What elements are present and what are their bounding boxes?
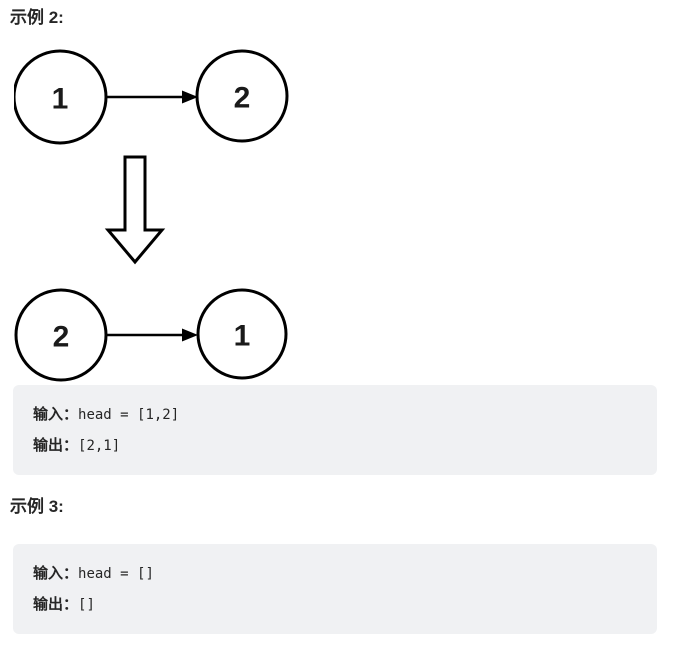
example-3-io-block: 输入：head = [] 输出：[]	[13, 544, 657, 634]
example-2-heading: 示例 2:	[10, 8, 64, 27]
output-value: [2,1]	[78, 438, 121, 454]
input-label: 输入：	[33, 405, 79, 423]
node-value: 1	[52, 83, 69, 116]
next-pointer-arrowhead	[182, 328, 198, 342]
example-3-heading: 示例 3:	[10, 497, 64, 516]
example-2-io-block: 输入：head = [1,2] 输出：[2,1]	[13, 385, 657, 475]
node-value: 2	[53, 321, 70, 354]
node-circle	[196, 288, 288, 380]
list-after: 2 1	[14, 288, 288, 382]
down-arrow-icon	[104, 155, 166, 265]
node-circle	[14, 288, 108, 382]
output-value: []	[78, 597, 95, 613]
input-label: 输入：	[33, 564, 79, 582]
output-label: 输出：	[33, 595, 79, 613]
problem-examples-page: 示例 2: 1 2 2 1 输入：head = [1,2] 输出：[2,1] 示…	[0, 8, 677, 668]
node-value: 1	[234, 320, 251, 353]
input-value: head = [1,2]	[78, 407, 180, 423]
output-label: 输出：	[33, 436, 79, 454]
linked-list-reverse-diagram: 1 2 2 1	[14, 49, 289, 382]
next-pointer-arrowhead	[182, 90, 198, 104]
node-circle	[195, 49, 289, 143]
input-value: head = []	[78, 566, 154, 582]
node-value: 2	[234, 82, 251, 115]
list-before: 1 2	[14, 49, 289, 145]
node-circle	[14, 49, 108, 145]
